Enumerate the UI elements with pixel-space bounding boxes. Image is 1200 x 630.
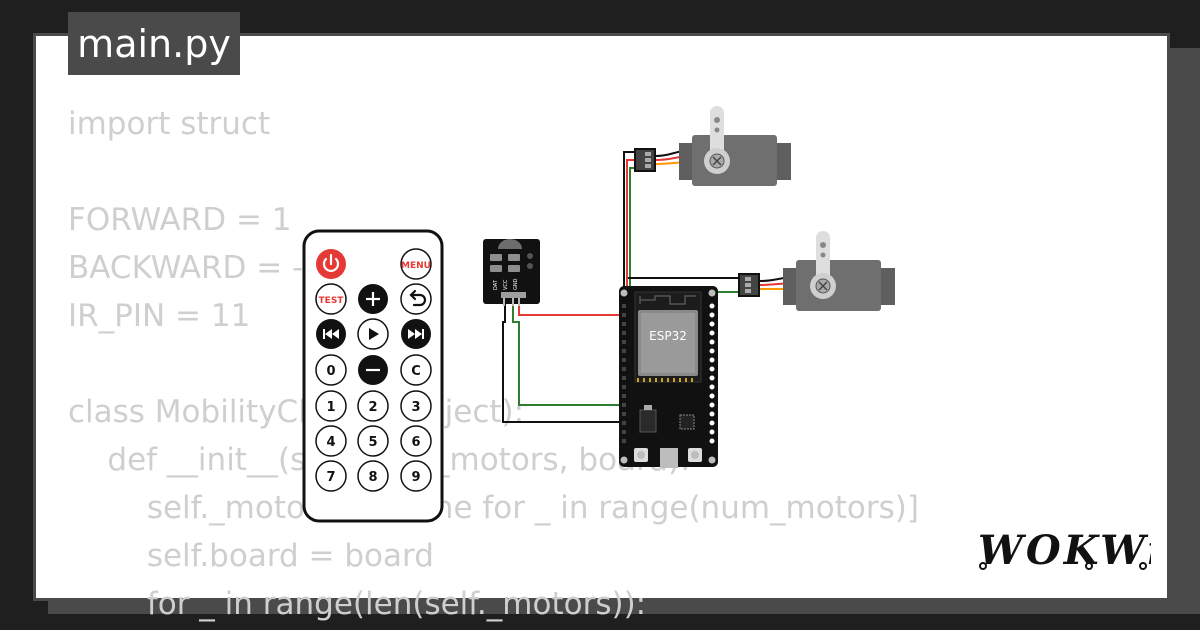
ir-remote[interactable]: MENU TEST 0 C 1	[302, 229, 444, 523]
digit-3-button[interactable]	[400, 390, 432, 422]
digit-8-label: 8	[368, 470, 377, 485]
digit-6-button[interactable]	[400, 425, 432, 457]
servo-motor-bottom[interactable]	[738, 231, 895, 311]
file-tab[interactable]: main.py	[68, 12, 240, 75]
pin-label-vcc: VCC	[503, 279, 509, 290]
digit-1-button[interactable]	[315, 390, 347, 422]
digit-1-label: 1	[326, 400, 335, 415]
menu-button[interactable]	[400, 248, 432, 280]
fast-forward-icon	[408, 329, 424, 339]
esp32-board[interactable]: ESP32	[619, 286, 718, 468]
play-icon	[369, 328, 379, 340]
servo-horn-icon	[816, 231, 830, 285]
rewind-icon	[323, 329, 339, 339]
wokwi-logo: WOKWi	[978, 527, 1151, 574]
logo-text: WOKWi	[978, 527, 1151, 574]
digit-4-label: 4	[326, 435, 335, 450]
clear-button[interactable]	[400, 354, 432, 386]
digit-7-label: 7	[326, 470, 335, 485]
test-label: TEST	[319, 296, 345, 306]
pin-label-dat: DAT	[493, 279, 499, 290]
digit-2-button[interactable]	[357, 390, 389, 422]
ir-receiver[interactable]: DAT VCC GND	[483, 239, 540, 306]
code-line: self.board = board	[68, 538, 434, 574]
preview-card	[33, 33, 1170, 601]
undo-icon	[409, 289, 427, 307]
clear-label: C	[411, 364, 421, 379]
plus-icon	[366, 292, 380, 306]
code-line: import struct	[68, 106, 271, 142]
servo-motor-top[interactable]	[634, 106, 791, 186]
esp32-label: ESP32	[649, 329, 687, 343]
digit-5-label: 5	[368, 435, 377, 450]
menu-label: MENU	[401, 261, 431, 271]
power-icon	[322, 253, 340, 272]
code-line: IR_PIN = 11	[68, 298, 251, 334]
wire-servo1-vcc[interactable]	[626, 159, 634, 295]
wire-gnd[interactable]	[502, 296, 624, 423]
digit-9-label: 9	[411, 470, 420, 485]
code-line: FORWARD = 1	[68, 202, 292, 238]
pin-label-gnd: GND	[513, 278, 519, 290]
digit-5-button[interactable]	[357, 425, 389, 457]
digit-6-label: 6	[411, 435, 420, 450]
digit-4-button[interactable]	[315, 425, 347, 457]
digit-0-label: 0	[326, 364, 335, 379]
pin-header-left	[622, 304, 626, 443]
pin-header-right	[709, 303, 715, 444]
wire-data[interactable]	[512, 296, 624, 406]
digit-0-button[interactable]	[315, 354, 347, 386]
digit-2-label: 2	[368, 400, 377, 415]
digit-8-button[interactable]	[357, 460, 389, 492]
servo-horn-icon	[710, 106, 724, 160]
digit-3-label: 3	[411, 400, 420, 415]
wire-servo1-gnd[interactable]	[623, 151, 634, 295]
test-button[interactable]	[315, 283, 347, 315]
digit-9-button[interactable]	[400, 460, 432, 492]
code-line: for _ in range(len(self._motors)):	[68, 586, 647, 622]
digit-7-button[interactable]	[315, 460, 347, 492]
